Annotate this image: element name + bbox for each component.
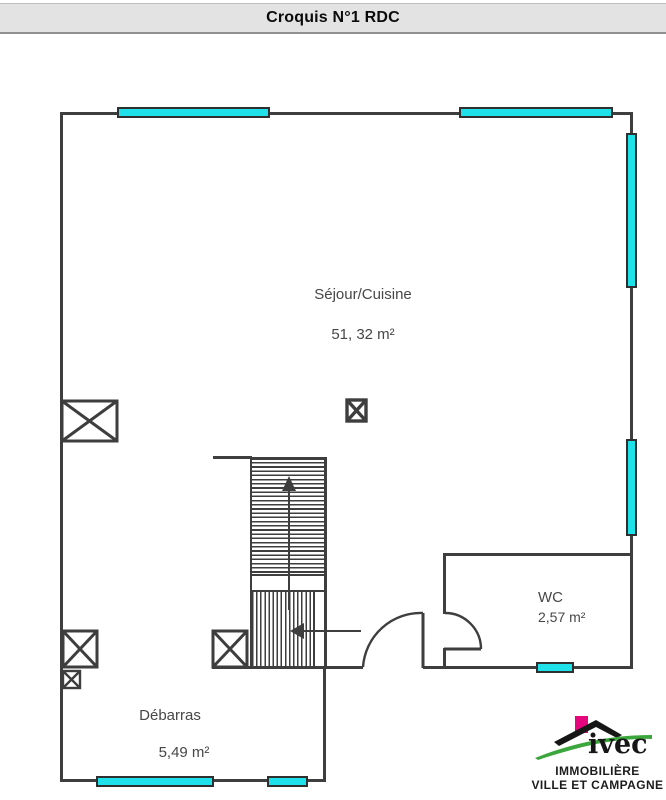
stair-lower-flight-edge	[313, 592, 315, 667]
stair-wall-right	[324, 457, 327, 668]
logo-tagline-2: VILLE ET CAMPAGNE	[531, 778, 664, 792]
logo-roof	[554, 720, 622, 746]
door-wc	[444, 611, 483, 651]
room-label-debarras: Débarras	[139, 707, 201, 724]
room-area-debarras: 5,49 m²	[158, 744, 210, 761]
crossed-box-sejour-center	[345, 398, 368, 423]
title-bar: Croquis N°1 RDC	[0, 3, 666, 34]
wall-stair-stub	[213, 456, 252, 459]
room-label-sejour: Séjour/Cuisine	[314, 286, 412, 303]
window-marker-right-lower	[626, 439, 637, 536]
window-marker-debarras-left	[96, 776, 214, 787]
room-area-sejour: 51, 32 m²	[331, 326, 395, 343]
door-entry	[361, 611, 425, 668]
wall-bottom-right	[423, 666, 633, 669]
crossed-box-debarras-small	[61, 669, 82, 690]
window-marker-wc	[536, 662, 574, 673]
crossed-box-stair-left	[211, 629, 249, 669]
crossed-box-debarras-left	[61, 629, 99, 669]
wall-wc-left-lower	[443, 648, 446, 669]
logo-tagline-1: IMMOBILIÈRE	[555, 764, 640, 778]
logo-green-swoosh	[535, 735, 652, 760]
window-marker-right-upper	[626, 133, 637, 288]
window-marker-debarras-right	[267, 776, 308, 787]
wall-wc-left-upper	[443, 553, 446, 614]
stair-wall-top	[250, 457, 327, 460]
wall-bottom-middle	[212, 666, 363, 669]
wall-wc-top	[443, 553, 633, 556]
entry-direction-arrow	[290, 623, 361, 639]
stair-up-arrow	[282, 476, 296, 610]
stair-wall-left	[250, 457, 252, 668]
wall-left	[60, 112, 63, 782]
logo-art	[535, 716, 652, 760]
wall-top	[60, 112, 633, 115]
window-marker-top-right	[459, 107, 613, 118]
wall-debarras-right	[323, 666, 326, 782]
window-marker-top-left	[117, 107, 270, 118]
room-label-wc: WC	[538, 589, 563, 606]
wall-right	[630, 112, 633, 669]
page-title: Croquis N°1 RDC	[266, 9, 400, 26]
crossed-box-sejour-left	[60, 399, 119, 443]
logo-brand-text: ivec	[588, 729, 648, 760]
room-area-wc: 2,57 m²	[538, 609, 586, 625]
